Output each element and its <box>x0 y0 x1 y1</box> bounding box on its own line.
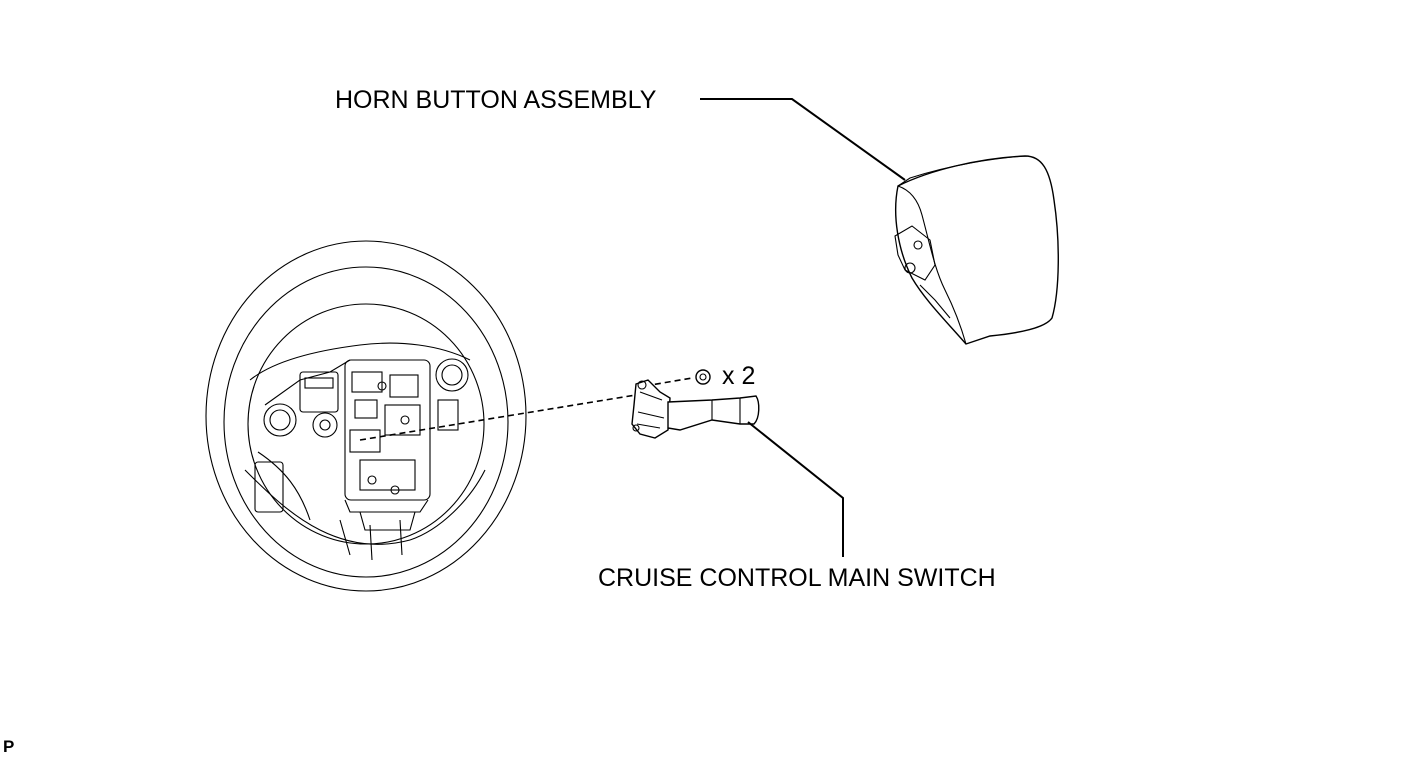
steering-wheel <box>205 240 527 592</box>
cruise-control-main-switch-label: CRUISE CONTROL MAIN SWITCH <box>598 564 996 592</box>
cruise-control-switch <box>631 379 760 439</box>
assembly-guide-lines <box>359 377 693 441</box>
horn-button-assembly-label: HORN BUTTON ASSEMBLY <box>335 86 657 114</box>
screw-quantity-label: x 2 <box>722 362 756 390</box>
screw-icon <box>695 369 711 385</box>
illustration-code: P <box>3 737 15 756</box>
horn-button-assembly <box>894 155 1059 345</box>
leader-lines <box>700 98 906 557</box>
